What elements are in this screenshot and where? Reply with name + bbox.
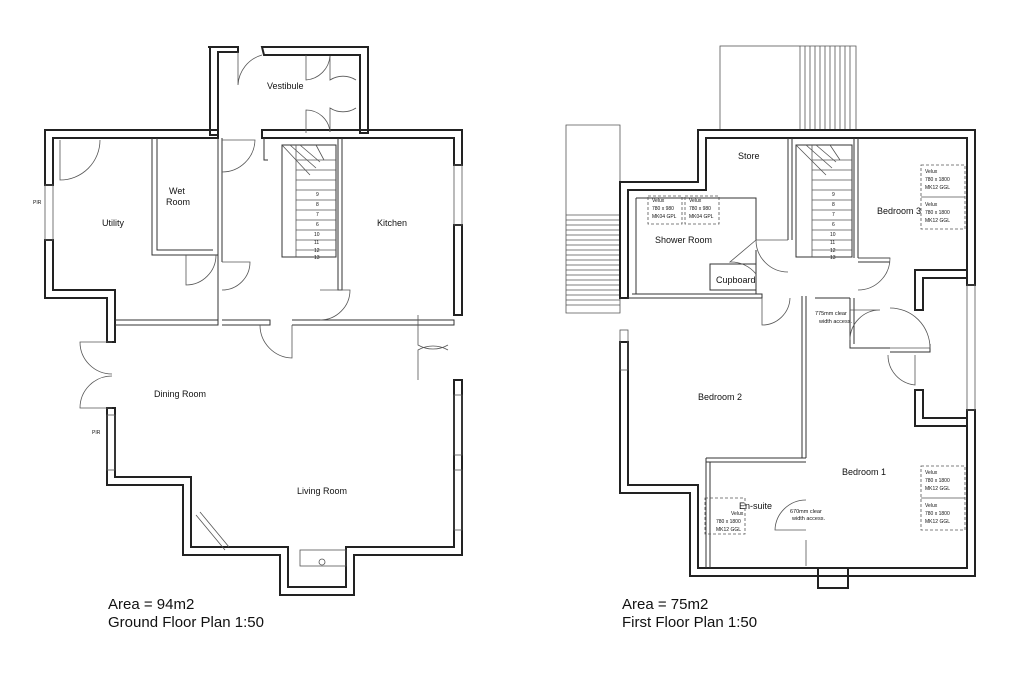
velux-label: Velux: [925, 470, 938, 476]
velux-label: 780 x 1800: [925, 210, 950, 216]
velux-rooflight: [647, 195, 683, 225]
ground-floor-staircase: 9 8 7 6 10 11 12 13: [281, 144, 337, 261]
ground-floor-doors: [59, 52, 449, 551]
velux-label: Velux: [925, 169, 938, 175]
first-floor-roof-lines: [565, 45, 857, 314]
room-label-vestibule: Vestibule: [267, 81, 304, 91]
stair-number: 12: [314, 248, 320, 254]
velux-label: 780 x 980: [652, 206, 674, 212]
ground-floor-outer-walls: [44, 46, 463, 596]
room-label-bedroom-3: Bedroom 3: [877, 206, 921, 216]
velux-label: MK12 GGL: [925, 519, 950, 525]
stair-number: 8: [316, 202, 319, 208]
ground-floor-area: Area = 94m2: [108, 596, 194, 613]
room-label-kitchen: Kitchen: [377, 218, 407, 228]
first-floor-title: First Floor Plan 1:50: [622, 614, 757, 631]
stair-number: 11: [314, 240, 319, 246]
pir-label: PIR: [33, 200, 42, 206]
velux-label: MK12 GGL: [925, 486, 950, 492]
clearance-note: width access.: [818, 319, 852, 325]
ground-floor-internal-walls: [115, 138, 455, 326]
stair-number: 10: [314, 232, 320, 238]
stair-number: 9: [316, 192, 319, 198]
velux-label: 780 x 1800: [925, 511, 950, 517]
velux-rooflight: [704, 497, 746, 535]
velux-label: Velux: [689, 198, 702, 204]
velux-label: MK04 GPL: [652, 214, 677, 220]
room-label-bedroom-2: Bedroom 2: [698, 392, 742, 402]
stair-number: 7: [316, 212, 319, 218]
room-label-cupboard: Cupboard: [716, 275, 756, 285]
first-floor-internal-walls: [628, 138, 931, 568]
room-label-utility: Utility: [102, 218, 124, 228]
ground-floor-title: Ground Floor Plan 1:50: [108, 614, 264, 631]
clearance-note: 670mm clear: [790, 509, 822, 515]
stair-number: 13: [314, 255, 320, 261]
velux-label: 780 x 1800: [925, 177, 950, 183]
room-label-bedroom-1: Bedroom 1: [842, 467, 886, 477]
velux-label: MK12 GGL: [925, 185, 950, 191]
velux-label: MK12 GGL: [716, 527, 741, 533]
clearance-note: width access.: [791, 516, 825, 522]
stair-number: 6: [316, 222, 319, 228]
room-label-living-room: Living Room: [297, 486, 347, 496]
stair-number: 9: [832, 192, 835, 198]
first-floor-windows: [619, 284, 976, 411]
velux-label: MK04 GPL: [689, 214, 714, 220]
stair-number: 11: [830, 240, 835, 246]
velux-label: Velux: [652, 198, 665, 204]
velux-label: 780 x 980: [689, 206, 711, 212]
pir-label: PIR: [92, 430, 101, 436]
stair-number: 8: [832, 202, 835, 208]
velux-label: Velux: [925, 202, 938, 208]
velux-label: 780 x 1800: [925, 478, 950, 484]
stair-number: 12: [830, 248, 836, 254]
room-label-wet-room: Room: [166, 197, 190, 207]
stair-number: 10: [830, 232, 836, 238]
stair-number: 7: [832, 212, 835, 218]
stair-number: 13: [830, 255, 836, 261]
room-label-store: Store: [738, 151, 760, 161]
room-label-wet-room: Wet: [169, 186, 185, 196]
first-floor-doors: [728, 239, 931, 566]
first-floor-staircase: 9 8 7 6 10 11 12 13: [795, 144, 853, 261]
velux-label: MK12 GGL: [925, 218, 950, 224]
velux-label: Velux: [925, 503, 938, 509]
room-label-shower-room: Shower Room: [655, 235, 712, 245]
stair-number: 6: [832, 222, 835, 228]
velux-label: 780 x 1800: [716, 519, 741, 525]
ground-floor-windows: [44, 164, 463, 567]
first-floor-velux-windows: Velux 780 x 980 MK04 GPL Velux 780 x 980…: [647, 164, 966, 535]
first-floor-labels: Store Shower Room Cupboard Bedroom 3 Bed…: [622, 151, 921, 631]
ground-floor-labels: Vestibule Wet Room Utility Kitchen Dinin…: [33, 81, 407, 631]
room-label-ensuite: En-suite: [739, 501, 772, 511]
first-floor-area: Area = 75m2: [622, 596, 708, 613]
velux-label: Velux: [731, 511, 744, 517]
clearance-note: 775mm clear: [815, 311, 847, 317]
room-label-dining-room: Dining Room: [154, 389, 206, 399]
velux-rooflight: [684, 195, 720, 225]
ground-floor-plan: 9 8 7 6 10 11 12 13 Vestibule Wet Room U…: [33, 46, 463, 631]
first-floor-plan: 9 8 7 6 10 11 12 13 Velux 780 x 980 MK04…: [565, 45, 976, 631]
